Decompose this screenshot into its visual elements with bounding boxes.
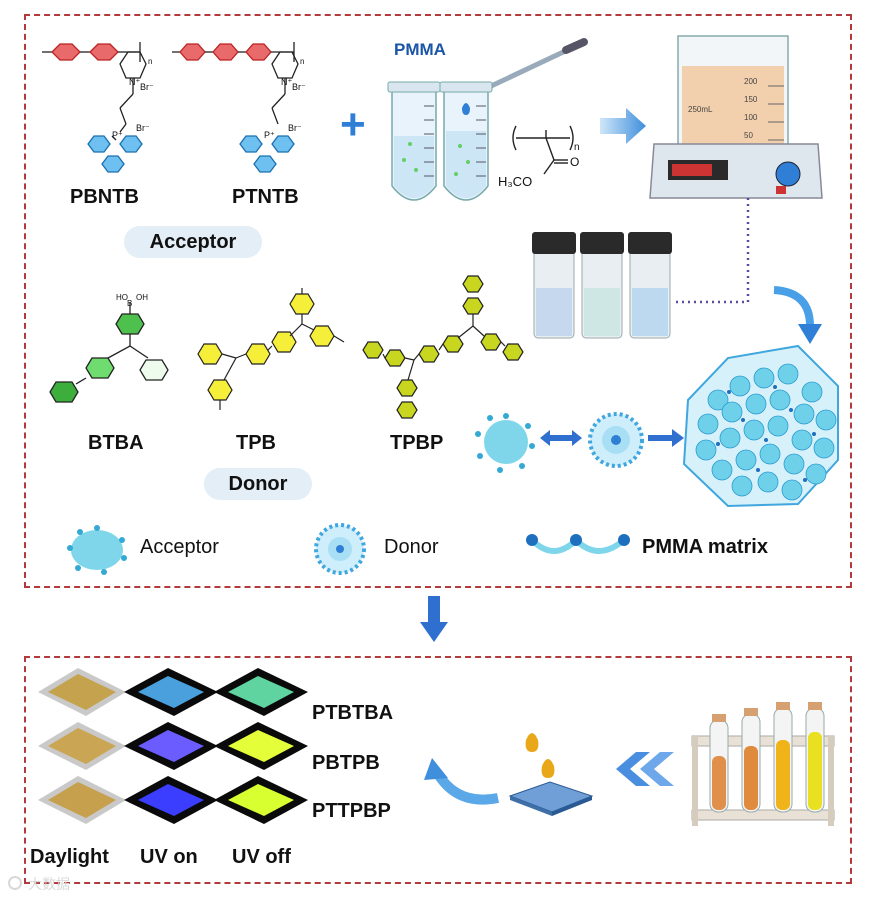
drop-cast-substrate-illustration	[508, 733, 594, 816]
methyl-ester-label: H₃CO	[498, 174, 532, 189]
pmma-subscript-n: n	[574, 142, 580, 153]
br-label: Br⁻	[140, 82, 154, 92]
boronic-oh: OH	[136, 293, 148, 302]
legend-pmma-matrix-icon	[526, 534, 630, 554]
condition-label-daylight: Daylight	[30, 846, 109, 868]
donor-name-btba: BTBA	[88, 432, 144, 454]
boronic-b: B	[127, 299, 132, 308]
legend-pmma-matrix-label: PMMA matrix	[642, 536, 768, 558]
arrow-right-icon	[648, 429, 684, 447]
ptntb-structure: N⁺ Br⁻ P⁺ Br⁻ n	[172, 42, 306, 173]
plus-icon: +	[340, 100, 366, 149]
p-plus-label: P⁺	[112, 130, 123, 140]
carbonyl-o-label: O	[570, 155, 579, 169]
beaker-tick: 50	[744, 131, 753, 140]
pmma-title: PMMA	[394, 40, 446, 59]
magnetic-stirrer-illustration: 200 150 100 50 250mL	[649, 35, 823, 199]
condition-label-uv-off: UV off	[232, 846, 291, 868]
acceptor-name-ptntb: PTNTB	[232, 186, 299, 208]
tpbp-structure	[362, 275, 524, 419]
beaker-tick: 100	[744, 113, 758, 122]
br-label: Br⁻	[292, 82, 306, 92]
sample-label-ptbtba: PTBTBA	[312, 702, 394, 724]
br-label-2: Br⁻	[136, 123, 150, 133]
top-panel-frame	[24, 14, 852, 588]
test-tube-rack-illustration	[691, 702, 835, 826]
donor-particle-icon	[588, 412, 644, 468]
acceptor-name-pbntb: PBNTB	[70, 186, 139, 208]
n-plus-label: N⁺	[129, 77, 140, 87]
arrow-down-icon	[420, 596, 448, 642]
watermark-text: 大数据	[28, 876, 70, 892]
legend-donor-icon	[314, 523, 366, 575]
double-chevron-left-icon	[616, 752, 674, 786]
arrow-right-icon	[600, 108, 646, 144]
sample-label-pttpbp: PTTPBP	[312, 800, 391, 822]
acceptor-particle-icon	[475, 413, 535, 473]
donor-name-tpbp: TPBP	[390, 432, 444, 454]
dotted-connector	[674, 198, 750, 304]
condition-label-uv-on: UV on	[140, 846, 198, 868]
p-plus-label: P⁺	[264, 130, 275, 140]
btba-structure: HO B OH	[49, 293, 169, 403]
n-plus-label: N⁺	[281, 77, 292, 87]
pmma-matrix-aggregate-illustration	[682, 344, 839, 508]
curved-arrow-icon	[773, 286, 822, 344]
pmma-repeat-unit: n O H₃CO	[498, 125, 580, 189]
legend-acceptor-label: Acceptor	[140, 536, 219, 558]
beaker-tick: 150	[744, 95, 758, 104]
subscript-n: n	[300, 57, 304, 66]
subscript-n: n	[148, 57, 152, 66]
acceptor-group-label: Acceptor	[124, 226, 262, 258]
legend-donor-label: Donor	[384, 536, 439, 558]
legend-acceptor-icon	[67, 525, 127, 575]
pbntb-structure: N⁺ Br⁻ P⁺ Br⁻ n	[42, 42, 154, 173]
bottom-panel-frame	[24, 656, 852, 884]
film-tile-grid	[38, 668, 308, 824]
beaker-volume: 250mL	[688, 105, 713, 114]
solution-vials-illustration	[532, 232, 672, 339]
test-tubes-illustration	[387, 38, 588, 201]
tpb-structure	[197, 288, 345, 410]
boronic-ho: HO	[116, 293, 128, 302]
watermark-logo-icon	[8, 876, 22, 890]
br-label-2: Br⁻	[288, 123, 302, 133]
double-arrow-icon	[540, 430, 582, 446]
donor-group-label: Donor	[204, 468, 312, 500]
sample-label-pbtpb: PBTPB	[312, 752, 380, 774]
curved-arrow-icon	[424, 758, 499, 805]
donor-name-tpb: TPB	[236, 432, 276, 454]
beaker-tick: 200	[744, 77, 758, 86]
